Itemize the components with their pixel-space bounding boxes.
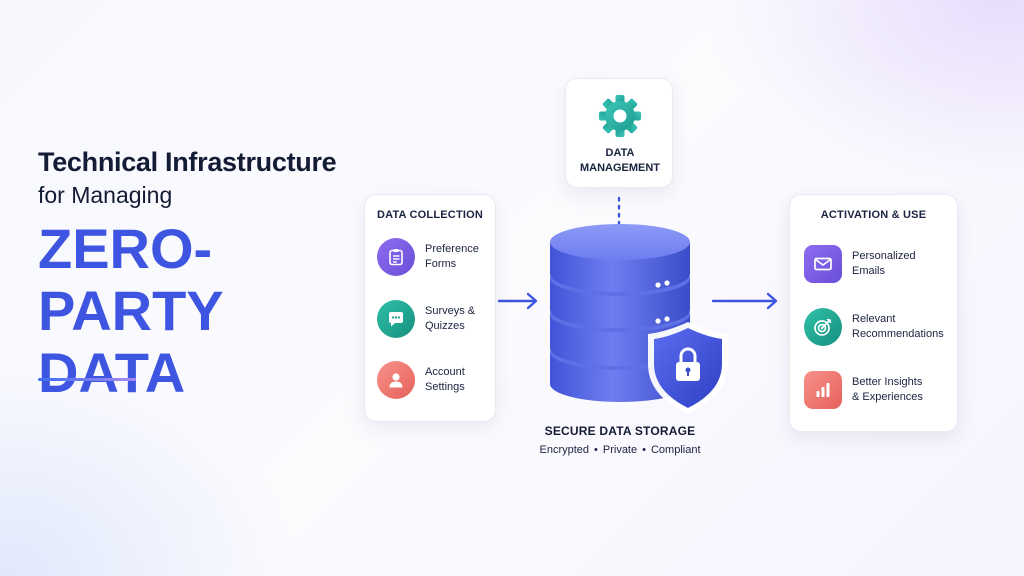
shield-lock-icon — [648, 322, 728, 414]
collection-item-label: Surveys & Quizzes — [425, 305, 476, 332]
collection-item-surveys: Surveys & Quizzes — [377, 300, 475, 338]
activation-item-label: Relevant Recommendations — [852, 313, 944, 340]
gear-icon — [599, 95, 641, 137]
data-collection-title: DATA COLLECTION — [376, 209, 484, 221]
activation-item-emails: Personalized Emails — [804, 245, 916, 283]
title-block: Technical Infrastructure for Managing ZE… — [38, 146, 358, 404]
activation-card: ACTIVATION & USE Personalized Emails Rel… — [789, 194, 958, 432]
separator-dot: • — [642, 444, 646, 456]
storage-tags: Encrypted • Private • Compliant — [500, 444, 740, 456]
collection-item-label: Preference Forms — [425, 243, 479, 270]
storage-tag: Compliant — [650, 444, 701, 456]
title-line-1: Technical Infrastructure — [38, 147, 337, 177]
data-management-card: DATA MANAGEMENT — [565, 78, 673, 188]
arrow-right-icon — [711, 292, 778, 310]
title-line-4: DATA — [38, 341, 186, 404]
data-management-label: DATA MANAGEMENT — [579, 147, 661, 174]
activation-title: ACTIVATION & USE — [820, 209, 927, 221]
target-icon — [804, 308, 842, 346]
storage-tag: Encrypted — [539, 444, 590, 456]
collection-item-account-settings: Account Settings — [377, 361, 465, 399]
arrow-right-icon — [497, 292, 538, 310]
dotted-connector — [617, 196, 621, 226]
database-icon — [550, 224, 728, 414]
storage-tag: Private — [602, 444, 638, 456]
bar-chart-icon — [804, 371, 842, 409]
activation-item-insights: Better Insights & Experiences — [804, 371, 923, 409]
clipboard-icon — [377, 238, 415, 276]
envelope-icon — [804, 245, 842, 283]
separator-dot: • — [594, 444, 598, 456]
collection-item-preference-forms: Preference Forms — [377, 238, 479, 276]
collection-item-label: Account Settings — [425, 366, 465, 393]
user-icon — [377, 361, 415, 399]
title-underline — [38, 378, 136, 381]
title-line-2: for Managing — [38, 182, 173, 208]
chat-bubble-icon — [377, 300, 415, 338]
storage-title: SECURE DATA STORAGE — [544, 424, 696, 438]
activation-item-label: Better Insights & Experiences — [852, 376, 923, 403]
title-line-3: ZERO-PARTY — [38, 217, 224, 342]
data-collection-card: DATA COLLECTION Preference Forms Surveys… — [364, 194, 496, 422]
activation-item-label: Personalized Emails — [852, 250, 916, 277]
activation-item-recommendations: Relevant Recommendations — [804, 308, 944, 346]
